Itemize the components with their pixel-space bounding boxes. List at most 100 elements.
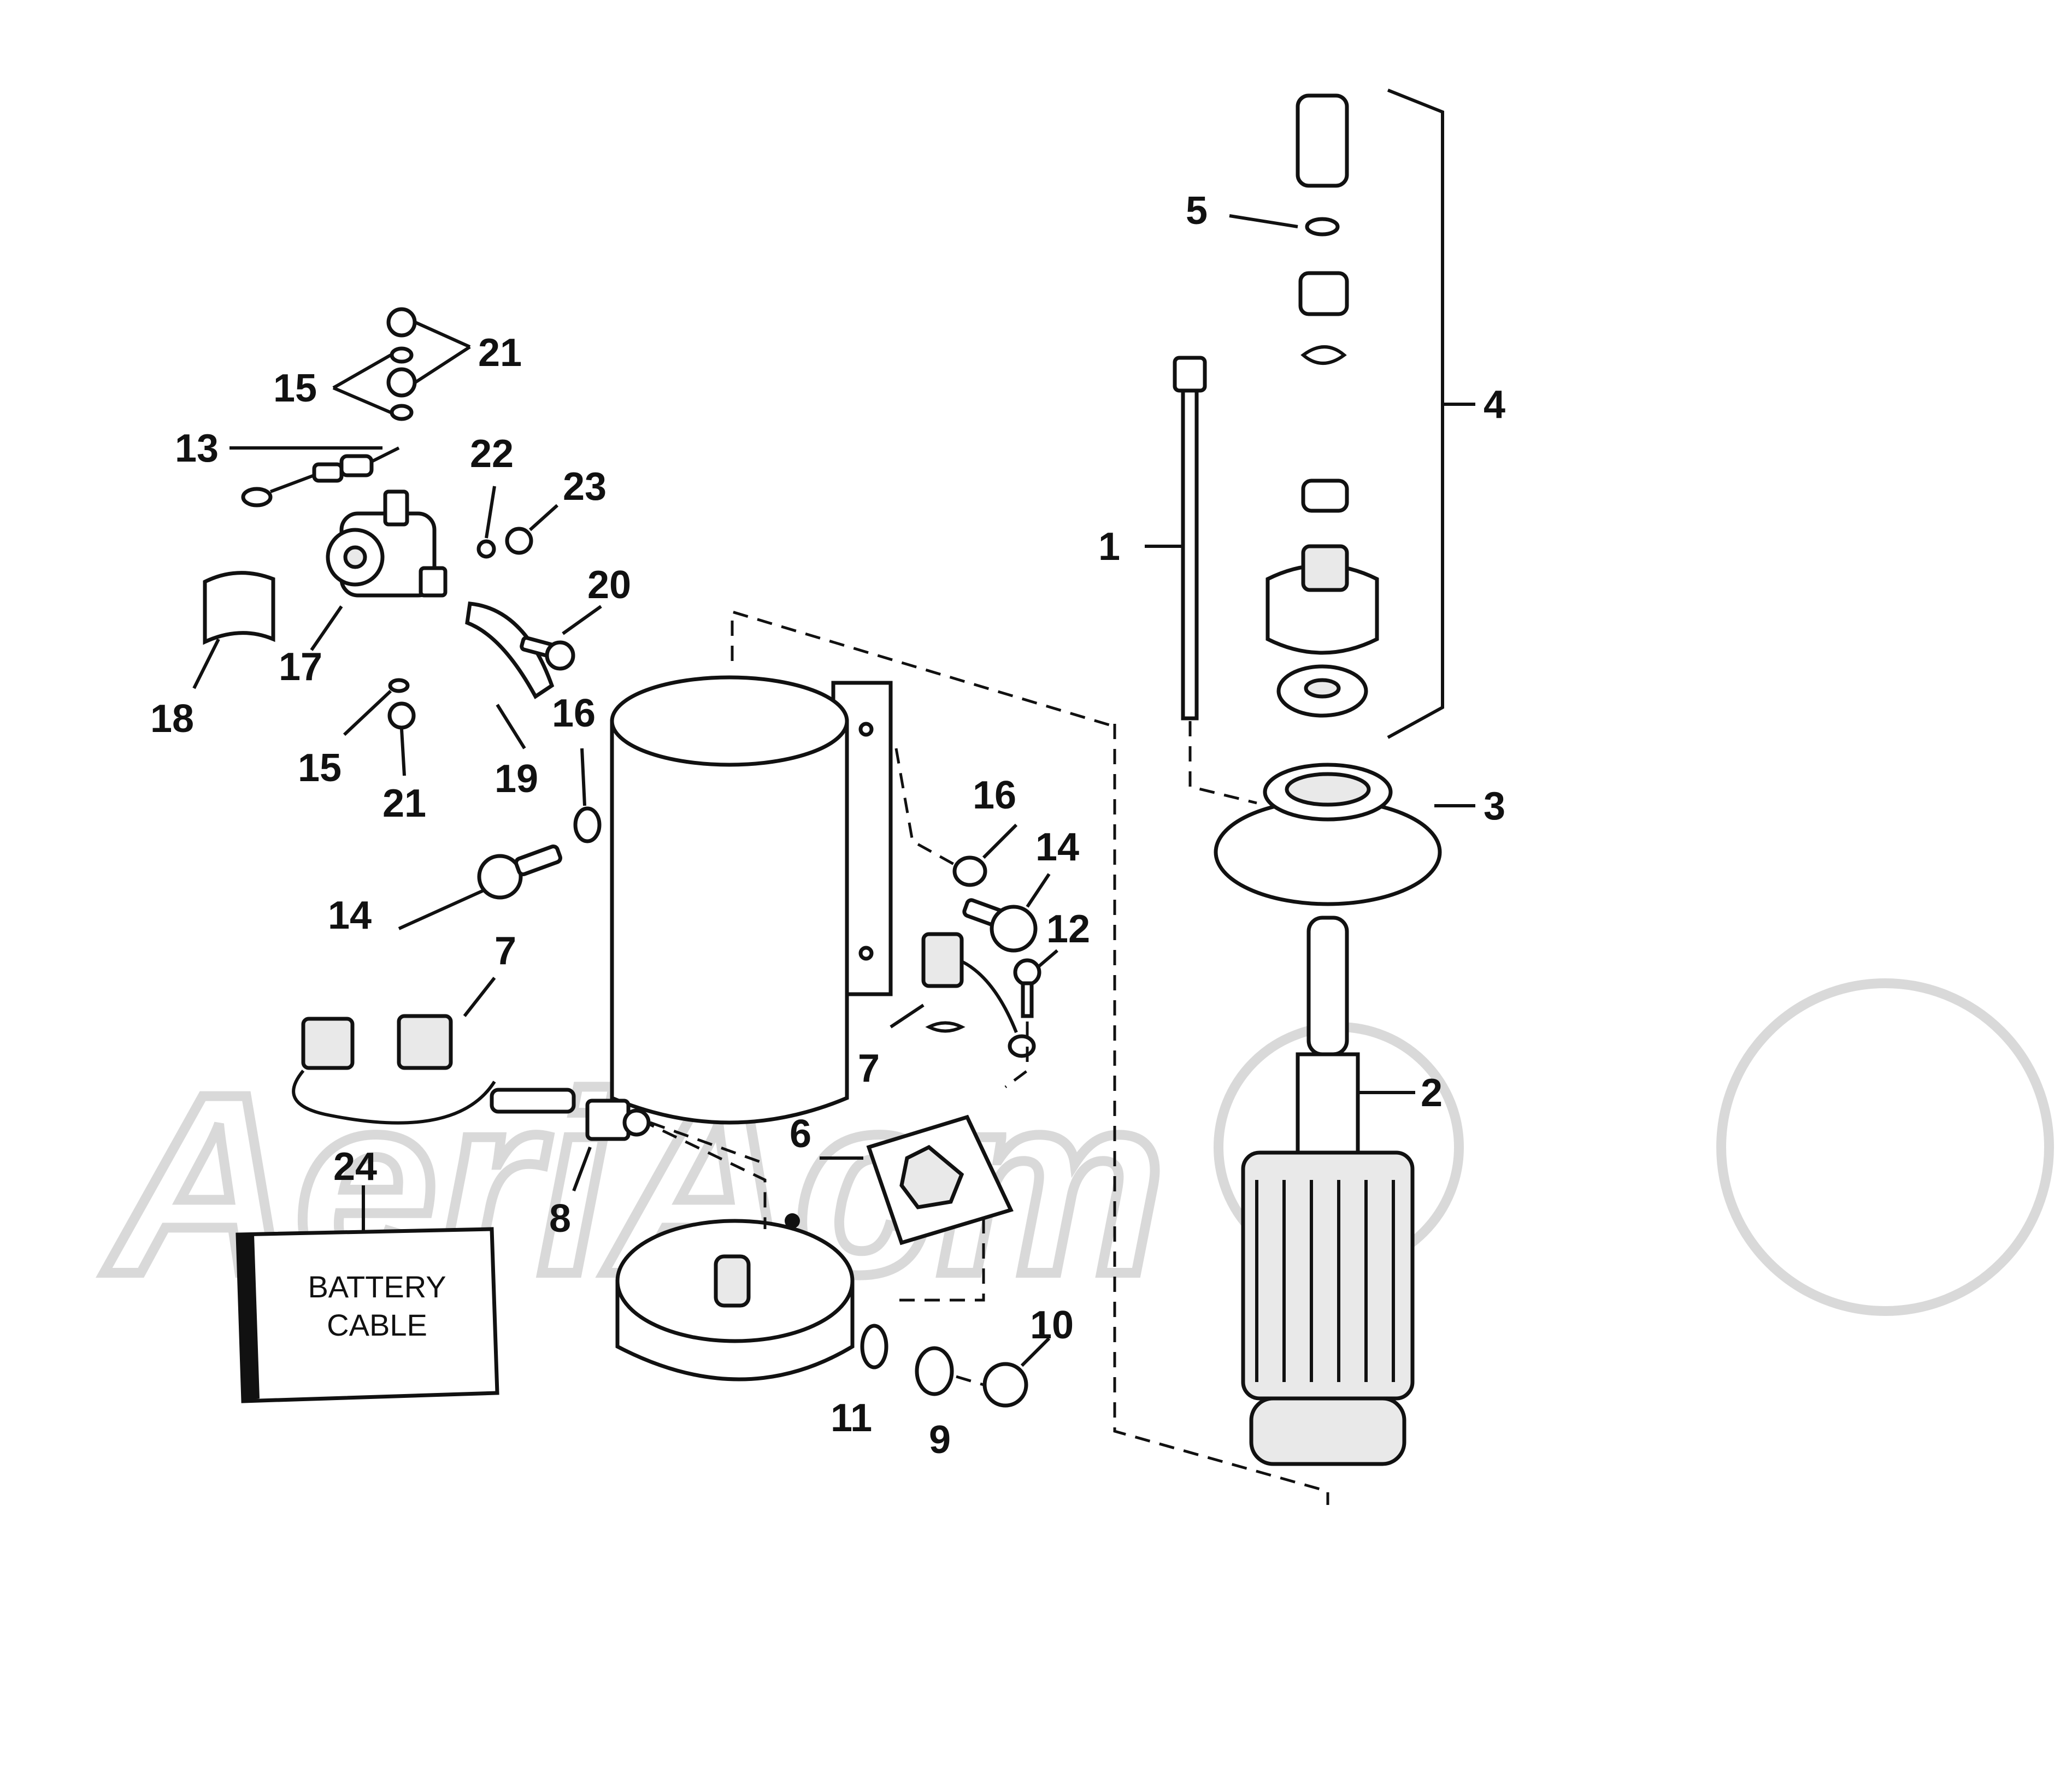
battery-box-edge xyxy=(238,1235,260,1401)
washer-15-bottom xyxy=(388,678,410,693)
leader-21a-1 xyxy=(414,321,471,349)
brush-lead-terminal xyxy=(1008,1034,1036,1058)
pinion-gear xyxy=(1301,544,1349,592)
leader-21b xyxy=(400,729,406,776)
insulator-body xyxy=(585,1099,631,1141)
screw-14a-shank xyxy=(514,844,562,877)
screw-12-shank xyxy=(1021,981,1034,1018)
leader-10 xyxy=(1020,1337,1051,1367)
nut-21-bottom xyxy=(387,701,416,730)
lockwasher-16b xyxy=(952,855,987,887)
solenoid-terminal-top xyxy=(383,489,409,527)
bracket-alignment xyxy=(894,748,963,870)
drive-nut-hole xyxy=(1304,678,1341,699)
armature-windings xyxy=(1255,1180,1395,1382)
leader-19 xyxy=(496,704,526,749)
cable-13-boot xyxy=(312,462,344,483)
end-cap-hole xyxy=(785,1213,800,1229)
bracket-19 xyxy=(465,601,555,700)
bolt-head xyxy=(1173,356,1207,393)
callout-6: 6 xyxy=(790,1112,811,1156)
bracket-4 xyxy=(1387,88,1444,739)
screw-20-head xyxy=(545,640,575,671)
screw-14a-head xyxy=(477,854,523,900)
drive-spring xyxy=(1300,345,1347,365)
drive-end-cap: 3 xyxy=(1214,763,1505,906)
lockwasher-16a xyxy=(573,806,602,843)
leader-22 xyxy=(485,486,496,539)
callout-24: 24 xyxy=(333,1145,377,1189)
callout-23: 23 xyxy=(563,465,607,509)
callout-18: 18 xyxy=(150,697,194,741)
frame-opening xyxy=(610,675,849,767)
brush-left-b xyxy=(397,1014,453,1070)
battery-label-line2: CABLE xyxy=(327,1308,427,1342)
cable-13-terminal xyxy=(339,454,374,477)
washer-15-top xyxy=(390,346,414,364)
callout-14a: 14 xyxy=(328,894,372,937)
nut-21-top xyxy=(386,307,417,338)
cable-13: 13 xyxy=(175,427,400,507)
screw-14b: 14 xyxy=(962,825,1079,953)
callout-3: 3 xyxy=(1484,784,1505,828)
screw-14a: 14 xyxy=(328,844,562,937)
battery-label-line1: BATTERY xyxy=(308,1270,446,1304)
insulator-alignment xyxy=(650,1121,766,1165)
leader-23 xyxy=(528,504,559,532)
screw-12: 12 xyxy=(1004,907,1090,1088)
screw-14b-head xyxy=(990,905,1038,953)
brush-holder-alignment xyxy=(896,1218,985,1302)
insulator-8: 8 xyxy=(549,1099,766,1241)
callout-17: 17 xyxy=(279,645,322,689)
brush-lead xyxy=(961,960,1018,1034)
cable-13-eye xyxy=(241,487,273,507)
callout-9: 9 xyxy=(929,1418,951,1462)
armature-shaft xyxy=(1306,916,1349,1056)
washer-9 xyxy=(915,1346,954,1396)
boot-18 xyxy=(203,571,275,645)
leader-17 xyxy=(310,605,343,651)
commutator-end-cap xyxy=(615,1107,855,1381)
spring-cup xyxy=(1301,479,1349,513)
brush-right xyxy=(921,932,964,988)
leader-16b xyxy=(982,823,1018,859)
field-frame xyxy=(610,610,1115,1125)
solenoid: 17 xyxy=(279,489,448,689)
cable-13-lead xyxy=(370,446,400,463)
retaining-ring xyxy=(1305,217,1340,237)
callout-1: 1 xyxy=(1098,525,1120,569)
callout-7b: 7 xyxy=(858,1047,880,1090)
callout-21a: 21 xyxy=(478,331,522,375)
leader-8 xyxy=(572,1146,592,1192)
leader-15a-1 xyxy=(332,353,392,389)
drive-cap xyxy=(1296,93,1349,188)
nut-10 xyxy=(982,1362,1028,1408)
brush-left-a xyxy=(301,1017,355,1070)
screw-12-head xyxy=(1013,958,1041,987)
battery-box-face xyxy=(236,1227,499,1403)
bracket-hole-bottom xyxy=(858,946,874,961)
bolt-alignment xyxy=(1188,721,1257,805)
solenoid-terminal-side xyxy=(419,566,448,598)
callout-21b: 21 xyxy=(382,782,426,825)
callout-7a: 7 xyxy=(495,929,516,973)
callout-20: 20 xyxy=(587,563,631,607)
end-cap-bearing xyxy=(714,1254,751,1308)
nut-21-mid xyxy=(386,367,417,398)
end-cap-bore xyxy=(1285,772,1371,807)
callout-8: 8 xyxy=(549,1197,571,1241)
brush-lead-left xyxy=(292,1070,496,1125)
end-cap-alignment xyxy=(616,1107,767,1229)
callout-16a: 16 xyxy=(552,692,596,735)
bolt-shank xyxy=(1181,388,1199,721)
leader-18 xyxy=(192,638,220,689)
armature-core xyxy=(1241,1150,1415,1401)
drive-assembly: 4 xyxy=(1265,88,1505,739)
cable-13-wire xyxy=(269,474,315,493)
bracket-hole-top xyxy=(858,722,874,737)
leader-16a xyxy=(580,748,586,806)
callout-16b: 16 xyxy=(973,774,1016,817)
through-bolt: 1 xyxy=(1098,356,1257,805)
callout-11: 11 xyxy=(831,1396,872,1440)
